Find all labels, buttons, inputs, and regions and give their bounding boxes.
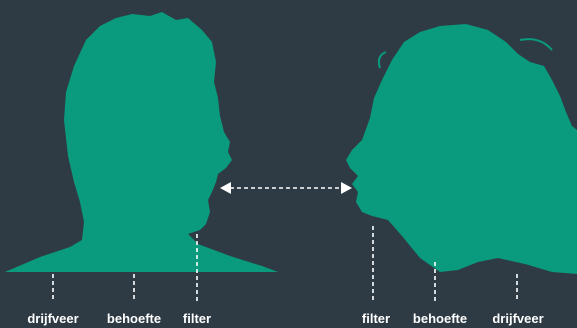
left-need-label: behoefte	[107, 312, 161, 326]
right-filter-label: filter	[362, 312, 390, 326]
left-drive-label: drijfveer	[27, 312, 78, 326]
right-need-label: behoefte	[413, 312, 467, 326]
man-silhouette	[5, 12, 278, 272]
hair-strand	[520, 39, 552, 50]
left-filter-label: filter	[183, 312, 211, 326]
double-headed-arrow-icon	[220, 182, 352, 194]
right-drive-label: drijfveer	[492, 312, 543, 326]
woman-silhouette	[346, 24, 577, 274]
hair-strand	[379, 52, 386, 68]
